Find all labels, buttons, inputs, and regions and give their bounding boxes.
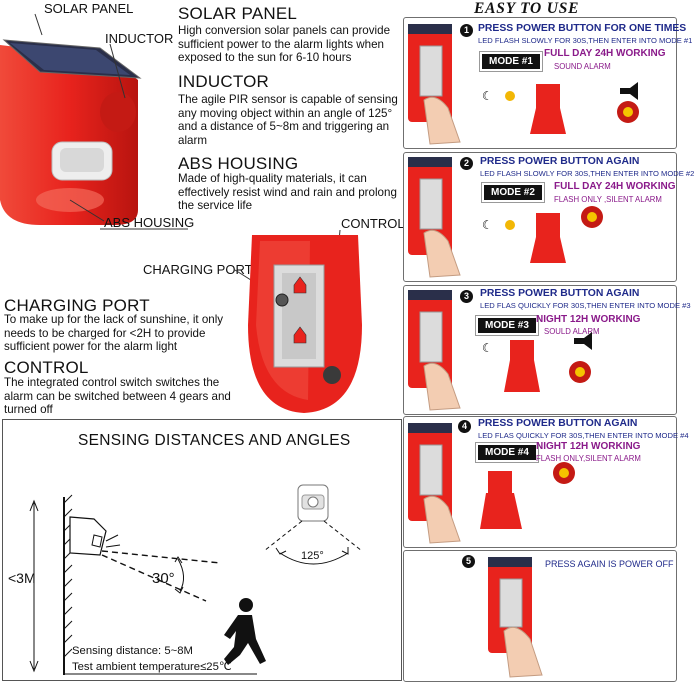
mode-alarm: SOUND ALARM (554, 62, 611, 71)
easy-title: EASY TO USE (474, 0, 580, 17)
mode-badge: MODE #1 (479, 51, 543, 72)
device-back-illustration (234, 229, 362, 413)
step-title: PRESS POWER BUTTON FOR ONE TIMES (478, 23, 687, 34)
hand-device-illustration (408, 24, 461, 145)
callout-charging-port: CHARGING PORT (143, 262, 253, 277)
hand-device-illustration (488, 557, 543, 678)
step-number: 4 (458, 420, 471, 433)
mode-alarm: FLASH ONLY ,SILENT ALARM (554, 195, 662, 204)
hand-device-illustration (408, 290, 461, 411)
mode-alarm: FLASH ONLY,SILENT ALARM (536, 454, 641, 463)
mode-icons: ☾ (482, 82, 639, 134)
feature-title-solar: SOLAR PANEL (178, 4, 298, 23)
callout-lines (34, 13, 188, 230)
step-number: 1 (460, 24, 473, 37)
step-title: PRESS POWER BUTTON AGAIN (480, 156, 640, 167)
mode-icons: ☾ (482, 206, 603, 263)
step-subtitle: LED FLASH SLOWLY FOR 30S,THEN ENTER INTO… (478, 36, 693, 45)
svg-text:☾: ☾ (482, 218, 493, 232)
mode-icons (480, 462, 575, 529)
feature-title-control: CONTROL (4, 358, 89, 377)
mode-badge: MODE #2 (481, 182, 545, 203)
feature-title-charging: CHARGING PORT (4, 296, 150, 315)
feature-text-charging: To make up for the lack of sunshine, it … (4, 313, 224, 353)
step-subtitle: LED FLAS QUICKLY FOR 30S,THEN ENTER INTO… (480, 301, 691, 310)
sensing-temperature: Test ambient temperature≤25℃ (72, 661, 232, 673)
svg-text:☾: ☾ (482, 341, 493, 355)
step-card-1: 1 PRESS POWER BUTTON FOR ONE TIMES LED F… (403, 17, 692, 149)
feature-text-control: The integrated control switch switches t… (4, 376, 231, 416)
callout-abs-housing: ABS HOUSING (104, 215, 195, 230)
mode-working: FULL DAY 24H WORKING (554, 181, 676, 192)
sensing-angle-horizontal: 125° (301, 550, 324, 562)
mode-badge: MODE #4 (475, 442, 539, 463)
step-number: 3 (460, 290, 473, 303)
step-number: 5 (462, 555, 475, 568)
sensing-height-label: <3M (8, 570, 36, 586)
step-title: PRESS AGAIN IS POWER OFF (545, 559, 674, 569)
mode-working: NIGHT 12H WORKING (536, 314, 641, 325)
sensing-distance: Sensing distance: 5~8M (72, 645, 193, 657)
step-subtitle: LED FLASH SLOWLY FOR 30S,THEN ENTER INTO… (480, 169, 694, 178)
feature-title-abs: ABS HOUSING (178, 154, 299, 173)
step-number: 2 (460, 157, 473, 170)
sensing-panel (2, 419, 402, 681)
mode-working: NIGHT 12H WORKING (536, 441, 641, 452)
sensing-angle-vertical: 30° (152, 570, 175, 587)
step-title: PRESS POWER BUTTON AGAIN (480, 288, 640, 299)
callout-solar-panel: SOLAR PANEL (44, 1, 134, 16)
hand-device-illustration (408, 157, 461, 278)
feature-title-inductor: INDUCTOR (178, 72, 270, 91)
sensing-title: SENSING DISTANCES AND ANGLES (78, 432, 351, 449)
step-subtitle: LED FLAS QUICKLY FOR 30S,THEN ENTER INTO… (478, 431, 689, 440)
device-side-illustration (0, 39, 142, 225)
step-card-2: 2 PRESS POWER BUTTON AGAIN LED FLASH SLO… (403, 152, 694, 282)
mode-alarm: SOULD ALARM (544, 327, 600, 336)
callout-inductor: INDUCTOR (105, 31, 174, 46)
feature-text-solar: High conversion solar panels can provide… (178, 24, 391, 64)
step-card-3: 3 PRESS POWER BUTTON AGAIN LED FLAS QUIC… (403, 285, 691, 415)
mode-icons: ☾ (482, 332, 592, 392)
svg-text:☾: ☾ (482, 89, 493, 103)
feature-text-inductor: The agile PIR sensor is capable of sensi… (178, 93, 398, 147)
hand-device-illustration (408, 423, 461, 544)
step-card-4: 4 PRESS POWER BUTTON AGAIN LED FLAS QUIC… (403, 416, 689, 548)
mode-working: FULL DAY 24H WORKING (544, 48, 666, 59)
callout-control: CONTROL (341, 216, 405, 231)
step-card-5: 5 PRESS AGAIN IS POWER OFF (403, 550, 677, 682)
mode-badge: MODE #3 (475, 315, 539, 336)
feature-text-abs: Made of high-quality materials, it can e… (178, 172, 397, 212)
step-title: PRESS POWER BUTTON AGAIN (478, 418, 638, 429)
sensing-diagram (29, 484, 363, 675)
